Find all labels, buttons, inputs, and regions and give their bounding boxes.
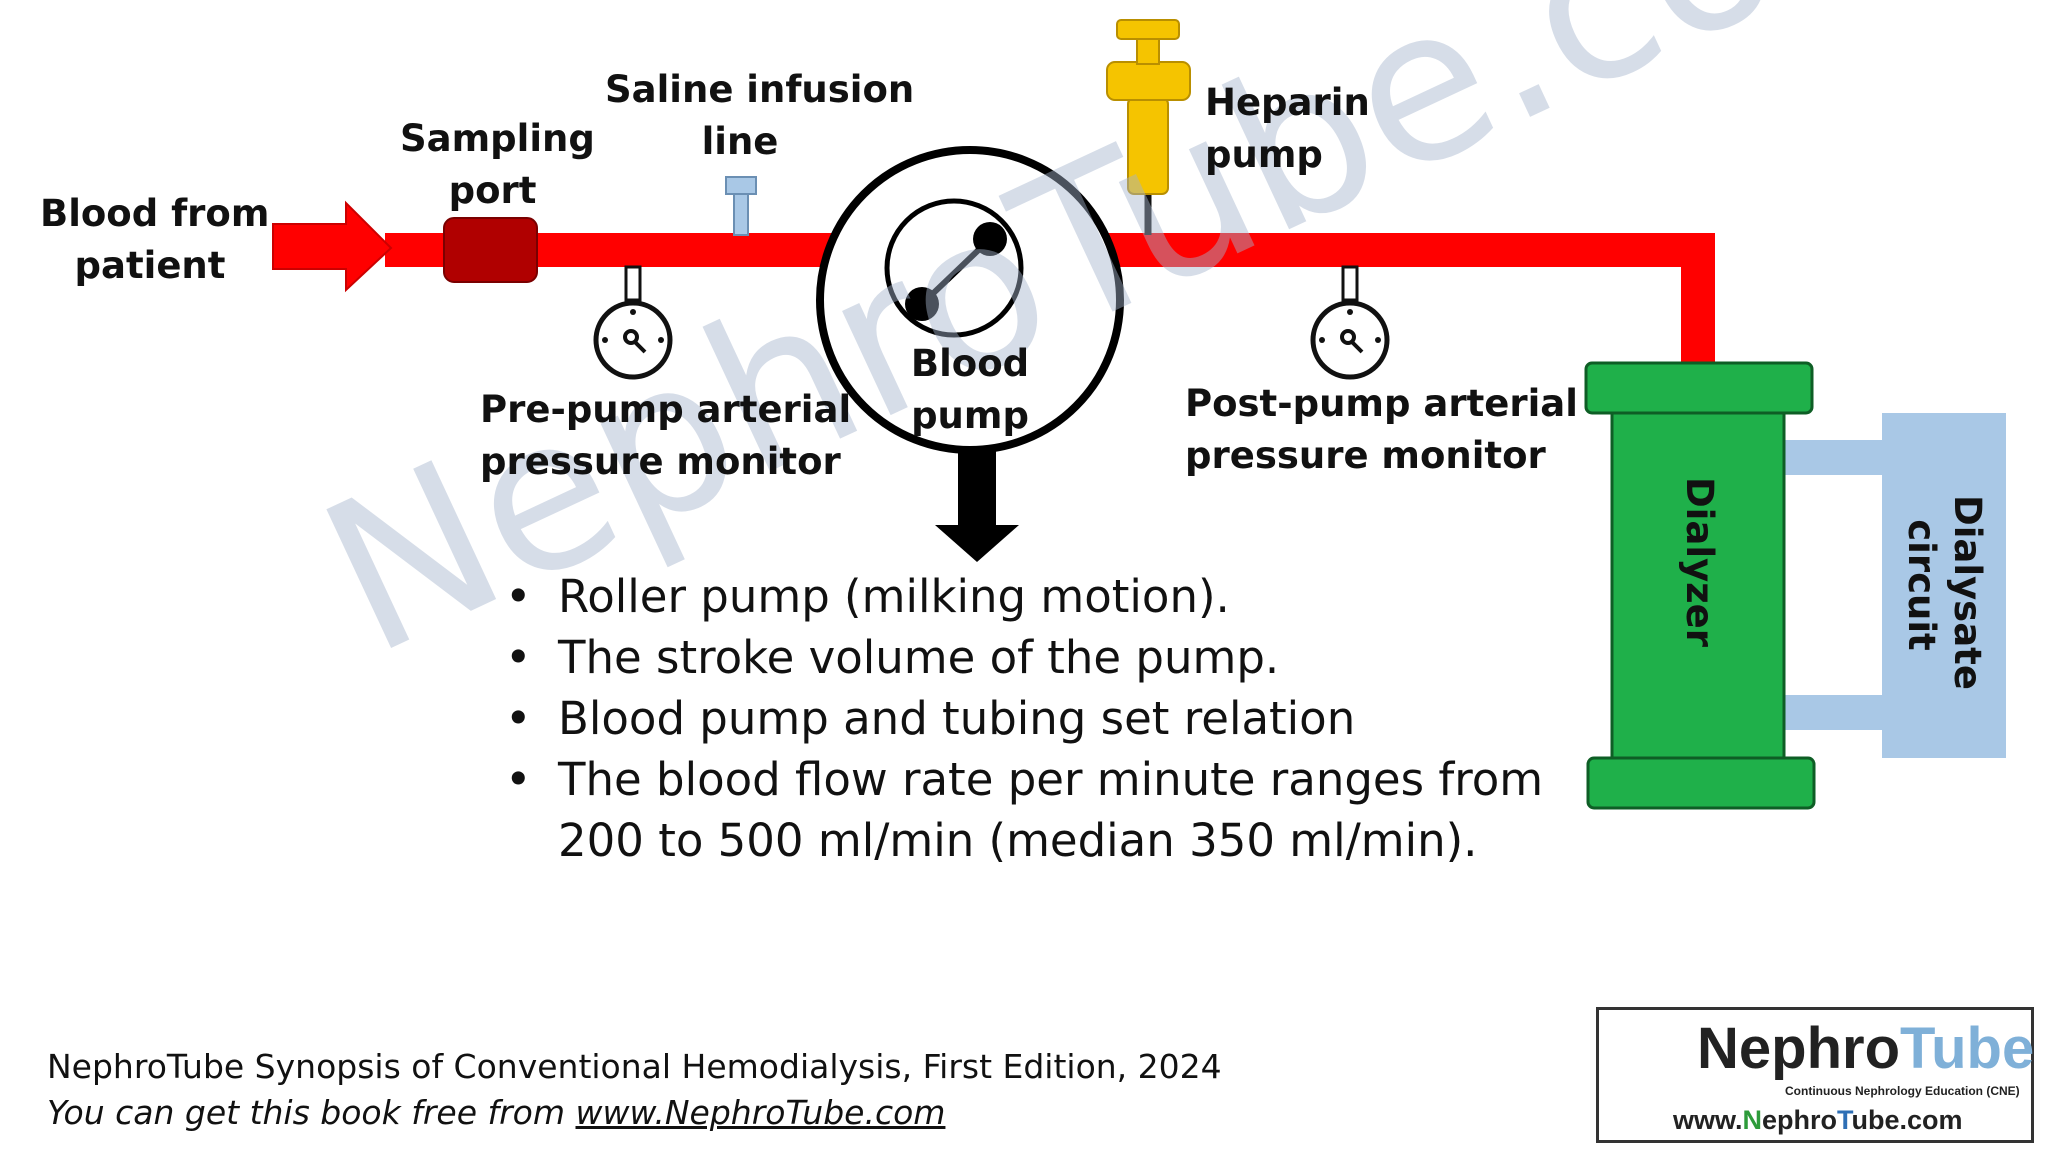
sampling-port-line1: Sampling (400, 117, 595, 160)
saline-line-line2: line (701, 120, 779, 163)
dialysate-outlet-connector (1785, 695, 1885, 730)
pump-note-line2: 200 to 500 ml/min (median 350 ml/min). (558, 814, 1478, 867)
logo-name-part1: Nephro (1697, 1016, 1900, 1081)
pre-pump-monitor-stem (624, 265, 642, 302)
dialysate-circuit-line2: circuit (1900, 519, 1943, 651)
post-pump-pressure-gauge-icon (1310, 300, 1390, 380)
post-pump-monitor-line2: pressure monitor (1185, 434, 1546, 477)
blood-inlet-arrow (272, 200, 393, 293)
heparin-syringe-plunger (1136, 37, 1160, 65)
footer-availability: You can get this book free from www.Neph… (47, 1090, 1222, 1136)
saline-line-cap (725, 176, 757, 195)
dialysate-inlet-connector (1785, 440, 1885, 475)
logo-url-part: ephro (1762, 1105, 1838, 1135)
heparin-pump-line2: pump (1205, 133, 1323, 176)
logo-url: www.NephroTube.com (1673, 1102, 1963, 1138)
logo-url-part: www. (1673, 1105, 1743, 1135)
pump-notes-list: Roller pump (milking motion). The stroke… (505, 566, 1543, 871)
dialyzer-bottom-cap (1586, 756, 1816, 810)
sampling-port (443, 217, 538, 283)
pump-note-item: The stroke volume of the pump. (505, 627, 1543, 688)
roller-pump-icon (884, 198, 1024, 338)
footer-website-link[interactable]: www.NephroTube.com (575, 1093, 946, 1132)
pump-note-item: The blood flow rate per minute ranges fr… (505, 749, 1543, 871)
dialyzer-body (1610, 408, 1786, 768)
logo-name-part2: Tube (1900, 1016, 2035, 1081)
pre-pump-monitor-label: Pre-pump arterial pressure monitor (480, 384, 852, 488)
post-pump-monitor-label: Post-pump arterial pressure monitor (1185, 378, 1578, 482)
footer-book-title: NephroTube Synopsis of Conventional Hemo… (47, 1047, 1222, 1086)
saline-line-label: Saline infusion line (605, 64, 915, 168)
saline-line-line1: Saline infusion (605, 68, 915, 111)
dialysate-circuit-line1: Dialysate (1946, 495, 1989, 690)
sampling-port-line2: port (448, 169, 537, 212)
post-pump-monitor-stem (1341, 265, 1359, 302)
blood-from-patient-label: Blood from patient (40, 188, 270, 292)
logo-url-part: T (1837, 1105, 1852, 1135)
heparin-syringe-flange (1106, 61, 1191, 101)
heparin-syringe-barrel (1127, 97, 1169, 195)
heparin-syringe-thumb (1116, 19, 1180, 40)
blood-from-patient-line1: Blood from (40, 192, 270, 235)
down-arrow-icon (935, 448, 1019, 562)
dialysate-circuit-box (1882, 413, 2006, 758)
footer-citation: NephroTube Synopsis of Conventional Hemo… (47, 1044, 1222, 1136)
blood-from-patient-line2: patient (74, 244, 226, 287)
logo-tagline: Continuous Nephrology Education (CNE) (1785, 1084, 2020, 1098)
pre-pump-pressure-gauge-icon (593, 300, 673, 380)
logo-name: NephroTube (1697, 1016, 2034, 1082)
heparin-pump-label: Heparin pump (1205, 77, 1370, 181)
saline-line-stem (733, 192, 749, 236)
nephrotube-logo[interactable]: NephroTube Continuous Nephrology Educati… (1596, 1007, 2034, 1143)
sampling-port-label: Sampling port (400, 113, 595, 217)
blood-pump-label: Blood pump (910, 342, 1030, 437)
pump-note-line1: The blood flow rate per minute ranges fr… (558, 753, 1544, 806)
footer-prefix: You can get this book free from (47, 1093, 576, 1132)
pump-note-item: Roller pump (milking motion). (505, 566, 1543, 627)
dialyzer-label: Dialyzer (1678, 476, 1721, 648)
logo-url-part: ube.com (1851, 1105, 1963, 1135)
logo-url-part: N (1742, 1105, 1763, 1135)
heparin-pump-line1: Heparin (1205, 81, 1370, 124)
dialyzer-top-cap (1584, 361, 1814, 415)
blood-line-vertical (1681, 233, 1715, 368)
pump-note-item: Blood pump and tubing set relation (505, 688, 1543, 749)
pre-pump-monitor-line1: Pre-pump arterial (480, 388, 852, 431)
post-pump-monitor-line1: Post-pump arterial (1185, 382, 1578, 425)
dialysate-circuit-label: Dialysate circuit (1898, 495, 1990, 690)
pre-pump-monitor-line2: pressure monitor (480, 440, 841, 483)
